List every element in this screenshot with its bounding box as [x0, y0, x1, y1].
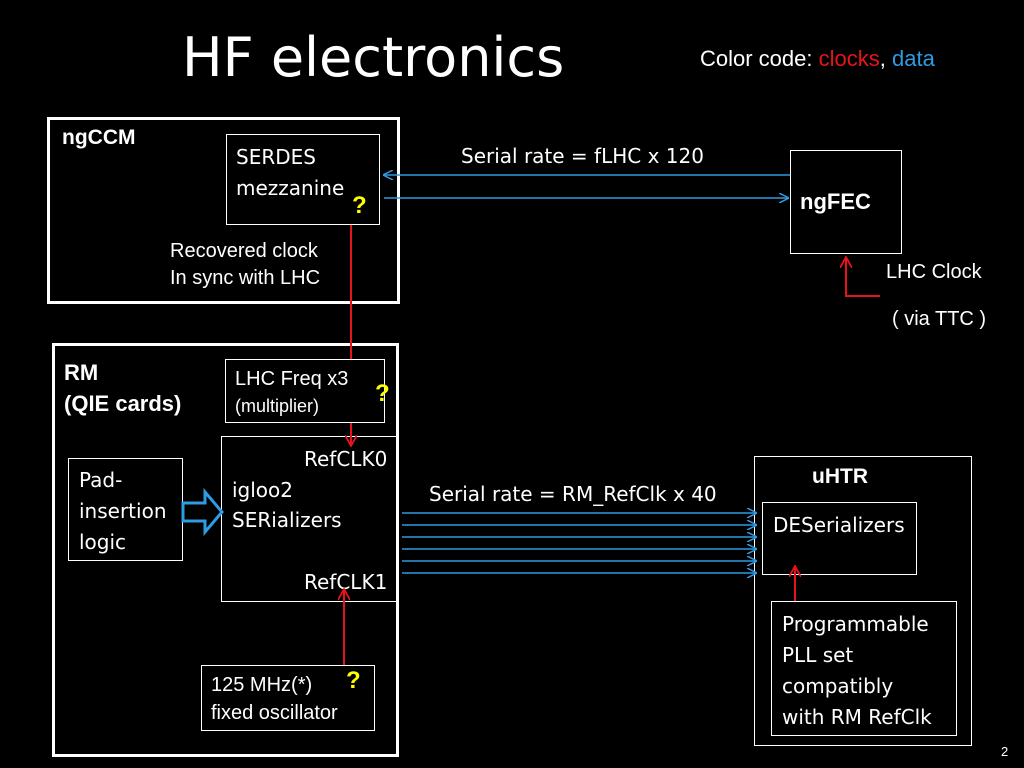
refclk0-label: RefCLK0 — [304, 447, 388, 471]
oscillator-line2: fixed oscillator — [211, 702, 338, 724]
color-code-data: data — [892, 46, 935, 71]
color-code-legend: Color code: clocks, data — [700, 46, 935, 72]
pll-line4: with RM RefClk — [782, 705, 932, 729]
ngfec-serial-rate: Serial rate = fLHC x 120 — [461, 144, 704, 168]
rm-title-line1: RM — [64, 360, 99, 385]
data-links-rm-to-uhtr — [402, 513, 756, 573]
color-code-clocks: clocks — [818, 46, 880, 71]
serdes-question-mark: ? — [352, 192, 367, 219]
uhtr-title: uHTR — [812, 465, 868, 488]
pad-line2: insertion — [79, 499, 167, 523]
igloo-line1: igloo2 — [232, 478, 294, 502]
pad-line1: Pad- — [79, 468, 123, 492]
uhtr-box — [754, 456, 972, 746]
oscillator-question-mark: ? — [346, 667, 361, 694]
rm-title-line2: (QIE cards) — [64, 391, 182, 416]
igloo-line2: SERializers — [232, 508, 342, 532]
multiplier-line1: LHC Freq x3 — [235, 368, 349, 390]
page-number: 2 — [1001, 744, 1009, 759]
serdes-line2: mezzanine — [236, 176, 345, 200]
lhc-clock-to-ngfec — [846, 257, 880, 297]
color-code-label: Color code: — [700, 46, 813, 71]
slide-title: HF electronics — [182, 26, 565, 89]
deserializers-label: DESerializers — [773, 513, 905, 537]
pad-line3: logic — [79, 530, 127, 554]
ngccm-title: ngCCM — [62, 126, 136, 149]
serdes-mezzanine-box — [226, 134, 380, 225]
recovered-clock-line1: Recovered clock — [170, 240, 318, 262]
igloo2-serializers-box — [221, 436, 399, 602]
oscillator-box — [201, 665, 375, 731]
lhc-clock-label: LHC Clock — [886, 261, 982, 283]
pll-box — [771, 601, 957, 736]
rm-box — [52, 343, 399, 757]
multiplier-question-mark: ? — [375, 380, 390, 407]
color-code-comma: , — [879, 46, 886, 71]
via-ttc-label: ( via TTC ) — [892, 308, 987, 330]
oscillator-line1: 125 MHz(*) — [211, 674, 313, 696]
pll-line3: compatibly — [782, 674, 894, 698]
recovered-clock-line2: In sync with LHC — [170, 267, 321, 289]
multiplier-line2: (multiplier) — [235, 396, 320, 416]
uhtr-serial-rate: Serial rate = RM_RefClk x 40 — [429, 482, 717, 506]
deserializers-box — [762, 502, 917, 575]
ngfec-title: ngFEC — [800, 189, 871, 214]
pad-to-serializers-arrow — [181, 487, 224, 537]
ngfec-box — [790, 150, 902, 254]
pll-line1: Programmable — [782, 612, 929, 636]
serdes-line1: SERDES — [236, 145, 316, 169]
multiplier-box — [225, 359, 385, 423]
ngccm-box — [47, 117, 400, 304]
pll-line2: PLL set — [782, 643, 854, 667]
